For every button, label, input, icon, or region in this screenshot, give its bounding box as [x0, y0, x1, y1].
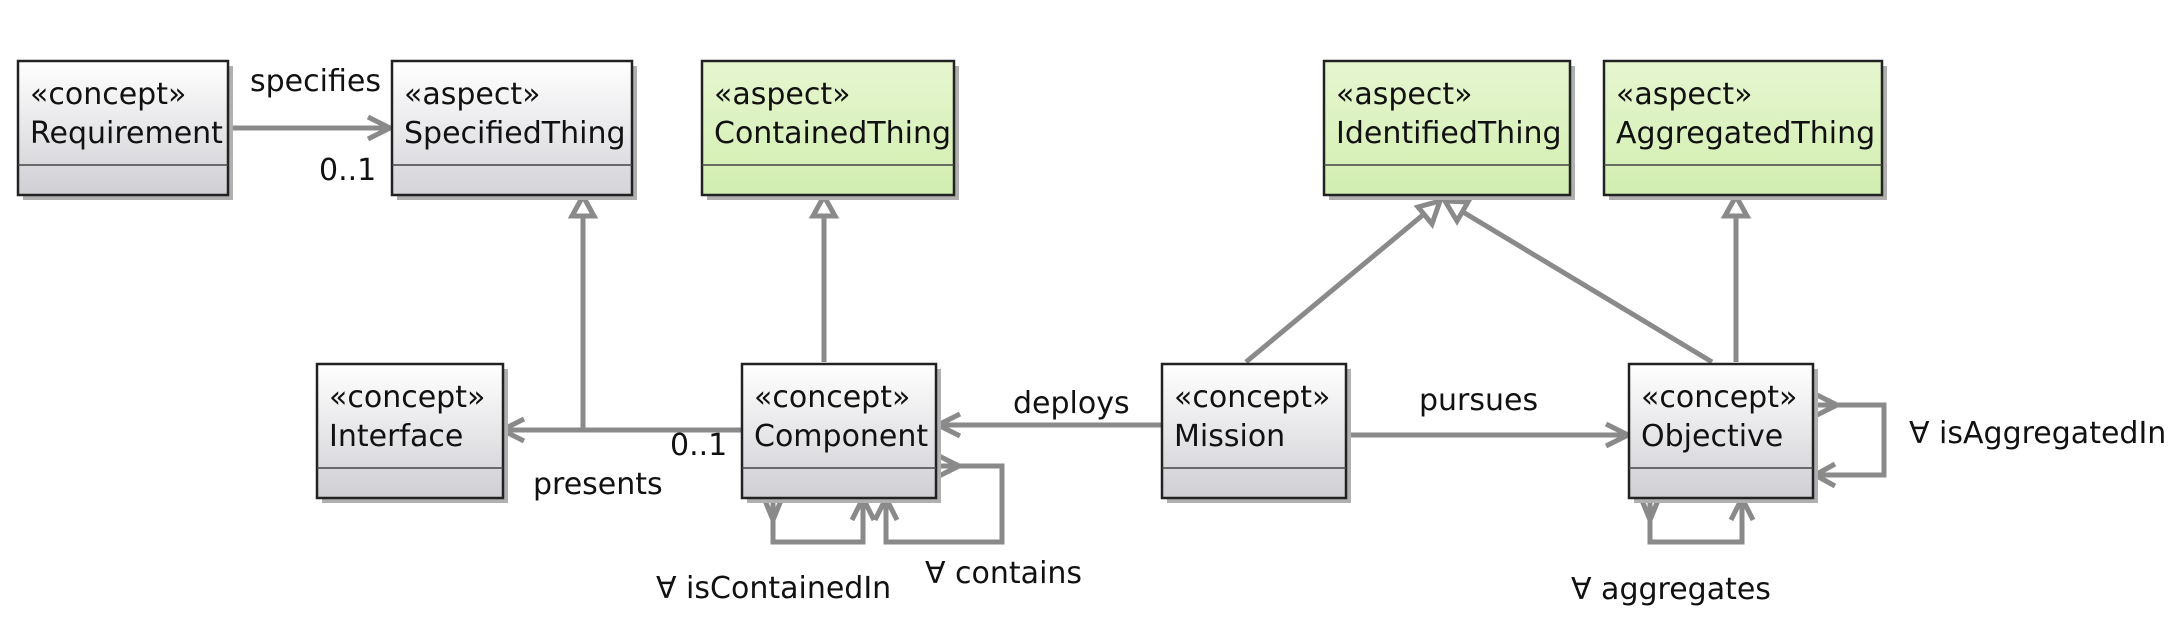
class-mission[interactable]: «concept» Mission — [1160, 362, 1351, 503]
edge-generalization-mission-identified[interactable] — [1244, 197, 1444, 364]
edge-is-aggregated-in[interactable] — [1809, 392, 1887, 489]
stereotype-label: «concept» — [329, 380, 485, 415]
edge-generalization-contained-thing[interactable] — [808, 190, 840, 362]
stereotype-label: «concept» — [1174, 380, 1330, 415]
label-pursues: pursues — [1419, 383, 1538, 418]
class-specified-thing[interactable]: «aspect» SpecifiedThing — [390, 59, 637, 200]
class-objective[interactable]: «concept» Objective — [1627, 362, 1818, 503]
class-aggregated-thing[interactable]: «aspect» AggregatedThing — [1602, 59, 1887, 200]
edge-generalization-aggregated-thing[interactable] — [1720, 190, 1752, 362]
class-name: Mission — [1174, 419, 1285, 454]
edge-generalization-objective-identified[interactable] — [1440, 198, 1714, 365]
class-name: IdentifiedThing — [1336, 116, 1562, 151]
class-name: SpecifiedThing — [404, 116, 626, 151]
stereotype-label: «aspect» — [1616, 77, 1752, 112]
stereotype-label: «concept» — [30, 77, 186, 112]
multiplicity-presents: 0..1 — [670, 428, 727, 463]
label-is-contained-in: ∀ isContainedIn — [656, 571, 891, 606]
stereotype-label: «aspect» — [1336, 77, 1472, 112]
stereotype-label: «concept» — [754, 380, 910, 415]
class-requirement[interactable]: «concept» Requirement — [16, 59, 233, 200]
class-interface[interactable]: «concept» Interface — [315, 362, 508, 503]
class-name: Requirement — [30, 116, 223, 151]
label-presents: presents — [533, 467, 663, 502]
class-component[interactable]: «concept» Component — [740, 362, 941, 503]
stereotype-label: «aspect» — [404, 77, 540, 112]
class-contained-thing[interactable]: «aspect» ContainedThing — [700, 59, 959, 200]
label-specifies: specifies — [250, 64, 381, 99]
label-deploys: deploys — [1013, 386, 1130, 421]
multiplicity-specifies: 0..1 — [319, 153, 376, 188]
edge-is-contained-in[interactable] — [761, 492, 877, 545]
label-contains: ∀ contains — [925, 556, 1082, 591]
edge-aggregates[interactable] — [1638, 492, 1756, 545]
stereotype-label: «aspect» — [714, 77, 850, 112]
class-name: Interface — [329, 419, 463, 454]
edge-pursues[interactable] — [1349, 421, 1634, 449]
class-name: Component — [754, 419, 928, 454]
edge-labels: specifies 0..1 presents 0..1 deploys pur… — [250, 64, 2166, 607]
edge-generalization-specified-thing[interactable] — [567, 190, 599, 430]
label-aggregates: ∀ aggregates — [1571, 572, 1771, 607]
label-is-aggregated-in: ∀ isAggregatedIn — [1909, 416, 2166, 451]
class-identified-thing[interactable]: «aspect» IdentifiedThing — [1322, 59, 1575, 200]
class-name: AggregatedThing — [1616, 116, 1875, 151]
edge-specifies[interactable] — [229, 114, 396, 142]
edges — [229, 114, 1887, 545]
stereotype-label: «concept» — [1641, 380, 1797, 415]
class-name: ContainedThing — [714, 116, 951, 151]
class-name: Objective — [1641, 419, 1783, 454]
